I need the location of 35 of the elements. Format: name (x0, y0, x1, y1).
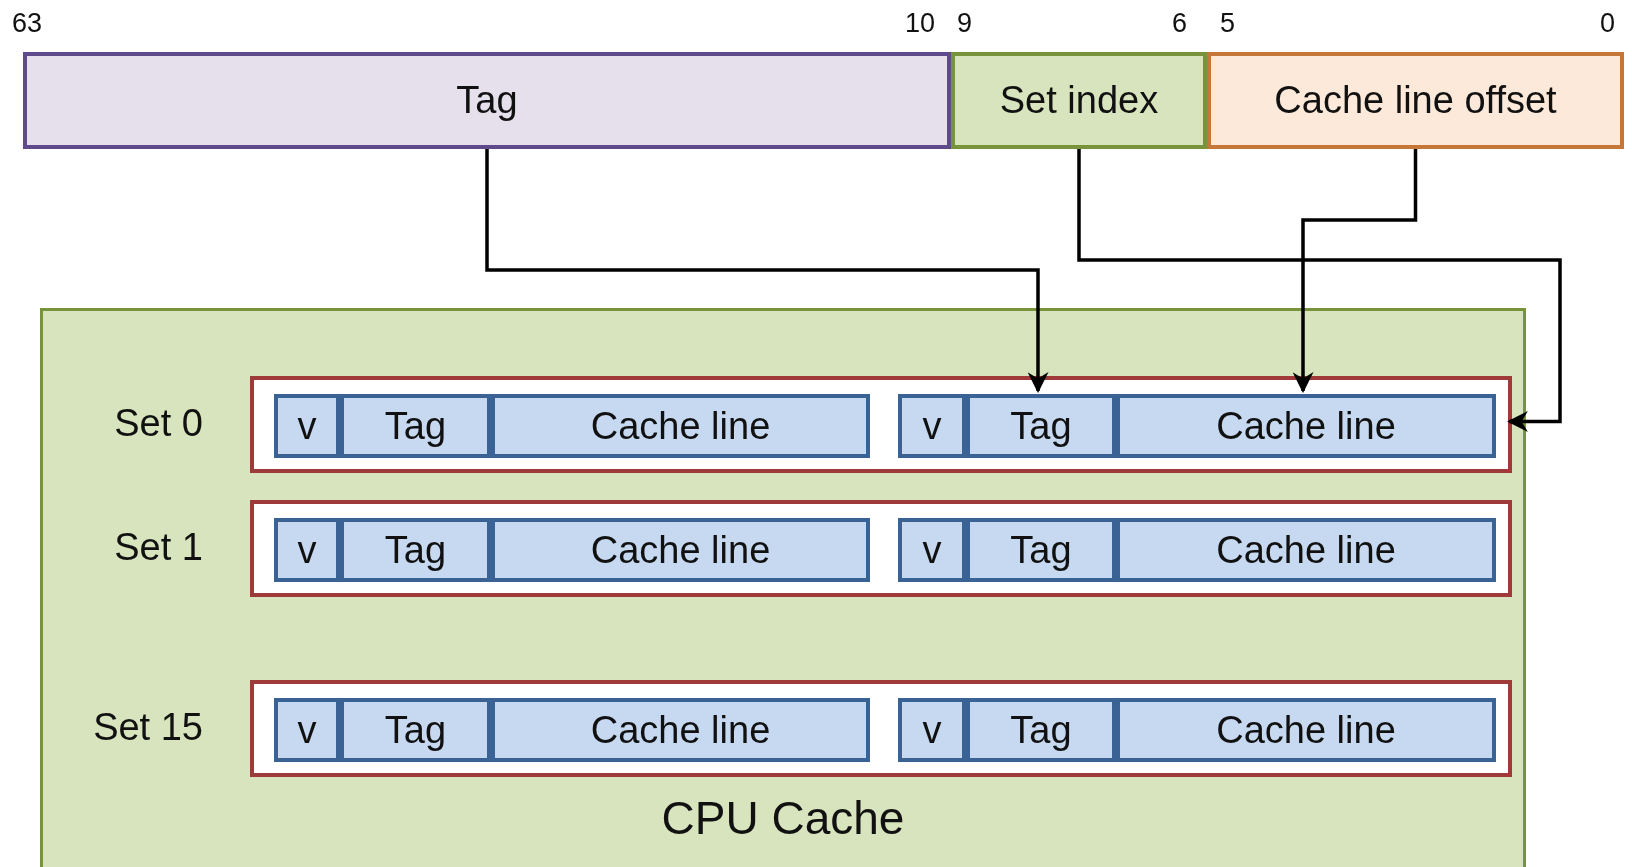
bit-number: 5 (1220, 8, 1236, 39)
valid-bit-field: v (274, 698, 340, 762)
cache-line-field: Cache line (491, 518, 870, 582)
valid-bit-field: v (898, 394, 966, 458)
set-label: Set 1 (114, 526, 203, 569)
cache-line-field: Cache line (491, 698, 870, 762)
tag-field: Tag (340, 518, 491, 582)
valid-bit-field: v (274, 518, 340, 582)
cache-line-field: Cache line (491, 394, 870, 458)
arrow (1077, 149, 1562, 432)
bit-number: 9 (957, 8, 973, 39)
cache-panel (40, 308, 1526, 867)
bit-number: 63 (12, 8, 43, 39)
bit-number: 10 (905, 8, 936, 39)
set-label: Set 15 (93, 706, 203, 749)
tag-field: Tag (966, 698, 1116, 762)
arrow (485, 149, 1049, 394)
tag-field: Tag (23, 52, 951, 149)
tag-field: Tag (966, 518, 1116, 582)
tag-field: Tag (966, 394, 1116, 458)
cache-line-field: Cache line (1116, 394, 1496, 458)
cache-line-field: Cache line (1116, 518, 1496, 582)
valid-bit-field: v (274, 394, 340, 458)
set-index-field: Set index (951, 52, 1207, 149)
bit-number: 0 (1600, 8, 1616, 39)
cache-line-field: Cache line (1116, 698, 1496, 762)
valid-bit-field: v (898, 698, 966, 762)
offset-field: Cache line offset (1207, 52, 1624, 149)
arrow (1292, 149, 1418, 394)
set-label: Set 0 (114, 402, 203, 445)
cache-title: CPU Cache (661, 791, 905, 845)
valid-bit-field: v (898, 518, 966, 582)
tag-field: Tag (340, 394, 491, 458)
bit-number: 6 (1172, 8, 1188, 39)
tag-field: Tag (340, 698, 491, 762)
